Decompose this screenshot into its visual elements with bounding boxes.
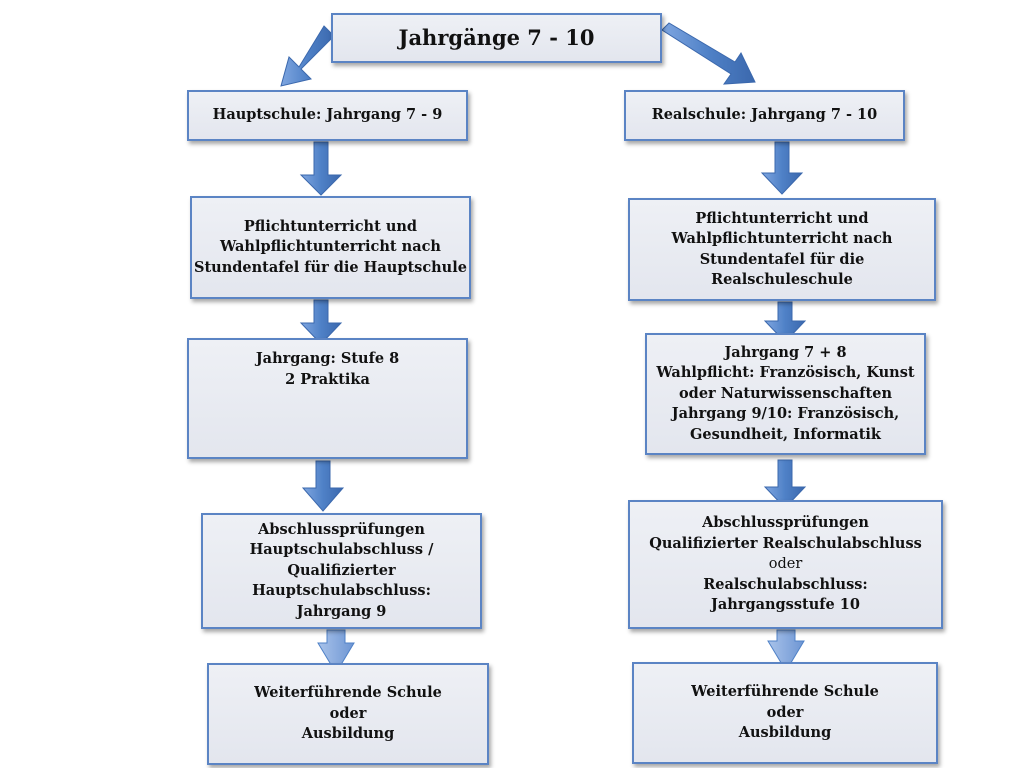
text-line: Ausbildung <box>738 724 832 742</box>
text-line: Hauptschulabschluss / <box>249 541 434 559</box>
arrow-left-3 <box>301 460 345 512</box>
arrow-title-to-realschule <box>661 22 756 85</box>
text-line: Wahlpflichtunterricht nach <box>671 230 893 247</box>
hauptschule-lessons-box: Pflichtunterricht und Wahlpflichtunterri… <box>190 196 471 299</box>
text-line: Wahlpflicht: Französisch, Kunst <box>656 364 915 382</box>
text-line: Jahrgang: Stufe 8 <box>255 350 400 367</box>
text-line: Realschuleschule <box>711 271 853 288</box>
arrow-right-3 <box>763 459 807 509</box>
text-line: oder <box>766 703 804 721</box>
text-line: Abschlussprüfungen <box>702 514 869 532</box>
text-line: Jahrgangsstufe 10 <box>711 596 860 614</box>
text-line: Hauptschulabschluss: <box>252 582 431 600</box>
text-line: Qualifizierter <box>287 561 396 579</box>
text-line: Wahlpflichtunterricht nach <box>220 238 441 256</box>
text-line: Realschulabschluss: <box>703 575 868 593</box>
text-line: Gesundheit, Informatik <box>690 425 881 443</box>
realschule-header-box: Realschule: Jahrgang 7 - 10 <box>624 90 905 141</box>
arrow-right-2 <box>763 301 807 343</box>
text-line: Weiterführende Schule <box>691 683 879 701</box>
text-line: oder <box>768 556 803 573</box>
text-line: Ausbildung <box>301 725 395 743</box>
text-line: Pflichtunterricht und <box>695 209 869 227</box>
realschule-lessons-box: Pflichtunterricht und Wahlpflichtunterri… <box>628 198 936 301</box>
text-line: Stundentafel für die <box>699 250 865 268</box>
text-line: Weiterführende Schule <box>254 684 442 702</box>
text-line: Abschlussprüfungen <box>258 520 425 538</box>
diagram-title: Jahrgänge 7 - 10 <box>398 24 595 50</box>
text-line: Pflichtunterricht und <box>243 217 418 235</box>
text-line: Stundentafel für die Hauptschule <box>194 258 467 276</box>
text-line: Jahrgang 7 + 8 <box>724 343 847 361</box>
arrow-left-1 <box>299 141 343 196</box>
arrow-title-to-hauptschule <box>280 25 335 87</box>
hauptschule-next-box: Weiterführende Schule oder Ausbildung <box>207 663 489 765</box>
realschule-exams-box: Abschlussprüfungen Qualifizierter Realsc… <box>628 500 943 629</box>
text-line: Jahrgang 9 <box>296 602 387 620</box>
hauptschule-exams-box: Abschlussprüfungen Hauptschulabschluss /… <box>201 513 482 629</box>
realschule-stage-box: Jahrgang 7 + 8 Wahlpflicht: Französisch,… <box>645 333 926 455</box>
arrow-right-4 <box>767 629 805 672</box>
text-line: 2 Praktika <box>285 370 370 388</box>
text-line: oder Naturwissenschaften <box>679 384 892 402</box>
arrow-left-2 <box>299 299 343 345</box>
title-box: Jahrgänge 7 - 10 <box>331 13 662 63</box>
hauptschule-header: Hauptschule: Jahrgang 7 - 9 <box>212 106 443 124</box>
text-line: Qualifizierter Realschulabschluss <box>649 534 922 552</box>
hauptschule-header-box: Hauptschule: Jahrgang 7 - 9 <box>187 90 468 141</box>
text-line: Jahrgang 9/10: Französisch, <box>671 405 900 423</box>
hauptschule-stage-box: Jahrgang: Stufe 8 2 Praktika <box>187 338 468 459</box>
arrow-left-4 <box>317 629 355 674</box>
realschule-header: Realschule: Jahrgang 7 - 10 <box>651 106 878 124</box>
arrow-right-1 <box>760 141 804 195</box>
realschule-next-box: Weiterführende Schule oder Ausbildung <box>632 662 938 764</box>
text-line: oder <box>329 704 367 722</box>
